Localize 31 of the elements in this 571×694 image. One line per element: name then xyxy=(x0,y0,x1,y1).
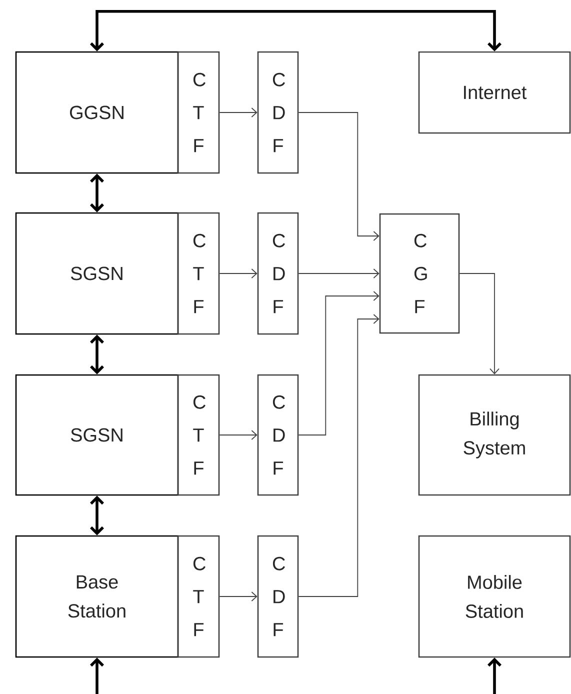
function-box: C D F xyxy=(257,51,299,174)
arrow xyxy=(459,273,500,374)
arrow xyxy=(219,430,258,440)
function-box: C T F xyxy=(177,535,220,658)
function-box: C D F xyxy=(257,535,299,658)
arrow xyxy=(298,268,380,278)
arrow xyxy=(90,496,104,536)
arrow xyxy=(298,314,380,597)
system-box: Mobile Station xyxy=(418,535,571,658)
arrow xyxy=(298,291,380,436)
function-box: C T F xyxy=(177,212,220,335)
arrow xyxy=(90,10,502,52)
function-box: C G F xyxy=(379,213,460,334)
arrow xyxy=(219,268,258,278)
function-box: C D F xyxy=(257,374,299,496)
system-box: Billing System xyxy=(418,374,571,496)
function-box: C T F xyxy=(177,374,220,496)
arrow xyxy=(90,174,104,212)
arrow xyxy=(219,592,258,602)
network-node-box: SGSN xyxy=(15,212,179,335)
arrow xyxy=(219,108,258,118)
function-box: C D F xyxy=(257,212,299,335)
network-node-box: GGSN xyxy=(15,51,179,174)
arrow xyxy=(90,658,104,694)
arrow xyxy=(90,334,104,374)
function-box: C T F xyxy=(177,51,220,174)
network-node-box: SGSN xyxy=(15,374,179,496)
network-node-box: Base Station xyxy=(15,535,179,658)
system-box: Internet xyxy=(418,51,571,134)
arrow xyxy=(298,112,380,241)
arrow xyxy=(488,658,502,694)
